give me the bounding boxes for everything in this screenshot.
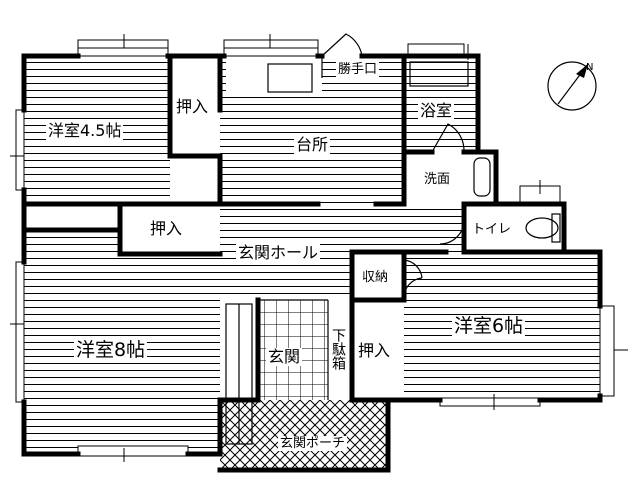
label-closet-top: 押入 — [174, 97, 211, 116]
bath-door-swing — [431, 123, 465, 153]
label-shoe-box: 下駄箱 — [330, 326, 346, 372]
label-bath: 浴室 — [418, 101, 455, 120]
compass — [547, 61, 597, 111]
windows — [15, 39, 615, 457]
window-left-8 — [15, 261, 25, 403]
label-western-45: 洋室4.5帖 — [46, 121, 124, 140]
label-entrance-hall: 玄関ホール — [236, 243, 321, 262]
floor-porch — [220, 400, 388, 470]
sink — [267, 63, 313, 93]
label-kitchen: 台所 — [294, 135, 331, 154]
label-washroom: 洗面 — [422, 172, 453, 187]
label-toilet: トイレ — [470, 222, 514, 237]
window-left-45 — [15, 109, 25, 191]
label-entrance: 玄関 — [266, 347, 303, 366]
window-right-6 — [599, 305, 615, 397]
kitchen-counter — [226, 60, 322, 96]
label-storage: 収納 — [360, 270, 391, 285]
window-bottom-6 — [439, 397, 541, 407]
label-back-door: 勝手口 — [336, 62, 380, 77]
toilet-tank — [551, 213, 561, 243]
floor-areas — [24, 56, 600, 470]
walls — [21, 53, 603, 473]
compass-arrow-head — [576, 64, 588, 78]
window-bottom-8 — [77, 445, 189, 457]
label-porch: 玄関ポーチ — [278, 436, 348, 451]
fixtures — [225, 33, 561, 445]
label-western-6: 洋室6帖 — [452, 315, 526, 337]
back-door-swing — [321, 33, 363, 57]
compass-north-label: N — [586, 62, 594, 73]
label-western-8: 洋室8帖 — [74, 339, 148, 361]
toilet-bowl — [525, 217, 559, 239]
label-closet-right: 押入 — [356, 341, 393, 360]
label-closet-mid: 押入 — [148, 219, 185, 238]
bathtub — [409, 61, 469, 87]
grid-ticks — [10, 34, 628, 462]
washbasin — [473, 157, 491, 197]
